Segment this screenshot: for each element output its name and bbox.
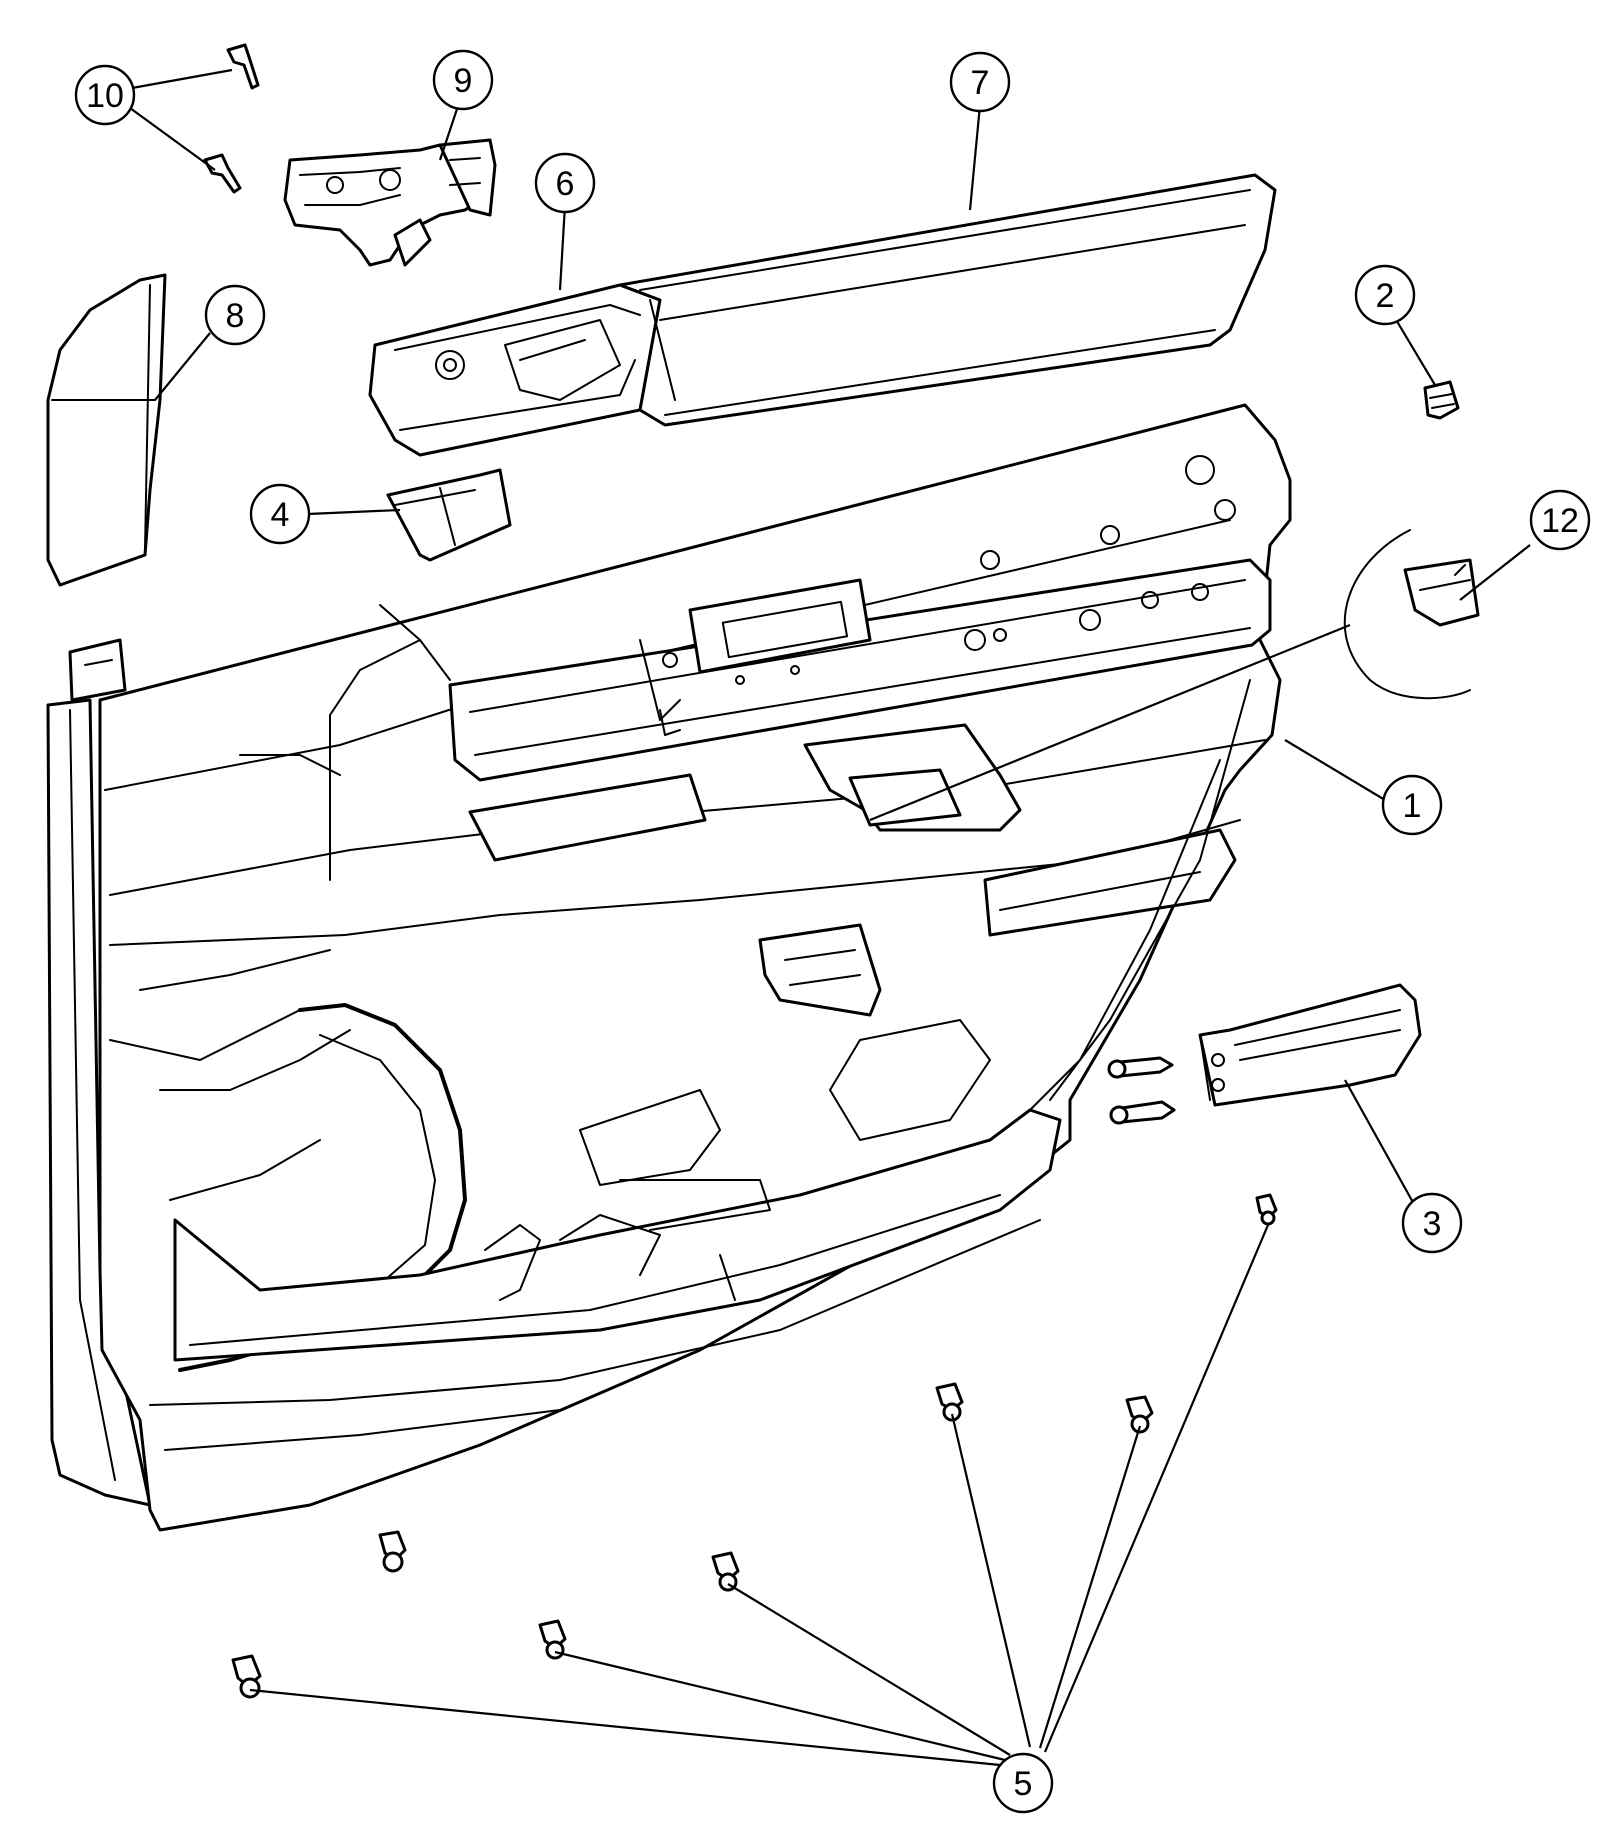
retainer-clip [231, 1654, 262, 1699]
armrest-pad-part [618, 173, 1277, 427]
screw-lower [203, 153, 242, 194]
callout-10: 10 [74, 64, 136, 126]
handle-bezel-part [368, 283, 662, 457]
retainer-clip [711, 1551, 740, 1592]
callout-1: 1 [1381, 774, 1443, 836]
callout-7-label: 7 [971, 64, 990, 102]
retainer-clip [1125, 1395, 1154, 1434]
switch-bezel-part [386, 468, 512, 562]
inside-handle-part [283, 138, 497, 267]
plug-part [1423, 380, 1460, 420]
retainer-clip [378, 1530, 407, 1573]
callout-4: 4 [249, 483, 311, 545]
callout-2-label: 2 [1376, 277, 1395, 315]
retainer-clip [935, 1382, 964, 1422]
callout-8-label: 8 [226, 297, 245, 335]
callout-3: 3 [1401, 1192, 1463, 1254]
callout-1-label: 1 [1403, 787, 1422, 825]
callout-2: 2 [1354, 264, 1416, 326]
callout-6-label: 6 [556, 165, 575, 203]
screw-upper [226, 43, 260, 90]
callout-9: 9 [432, 49, 494, 111]
pull-handle-part [1198, 983, 1422, 1107]
handle-screw-upper [1107, 1056, 1174, 1079]
callout-9-label: 9 [454, 62, 473, 100]
callout-5-label: 5 [1014, 1765, 1033, 1803]
callout-5: 5 [992, 1752, 1054, 1814]
callout-12-label: 12 [1541, 502, 1579, 540]
applique-trim-part [46, 273, 167, 587]
callout-10-label: 10 [86, 77, 124, 115]
callout-4-label: 4 [271, 496, 290, 534]
leader-lines [129, 68, 1531, 1767]
door-trim-panel [46, 403, 1292, 1532]
callout-8: 8 [204, 284, 266, 346]
callout-3-label: 3 [1423, 1205, 1442, 1243]
clip-detail-part [1343, 529, 1480, 700]
retainer-clip [1255, 1193, 1278, 1226]
callout-6: 6 [534, 152, 596, 214]
handle-screw-lower [1109, 1100, 1176, 1125]
callout-7: 7 [949, 51, 1011, 113]
callout-12: 12 [1529, 489, 1591, 551]
